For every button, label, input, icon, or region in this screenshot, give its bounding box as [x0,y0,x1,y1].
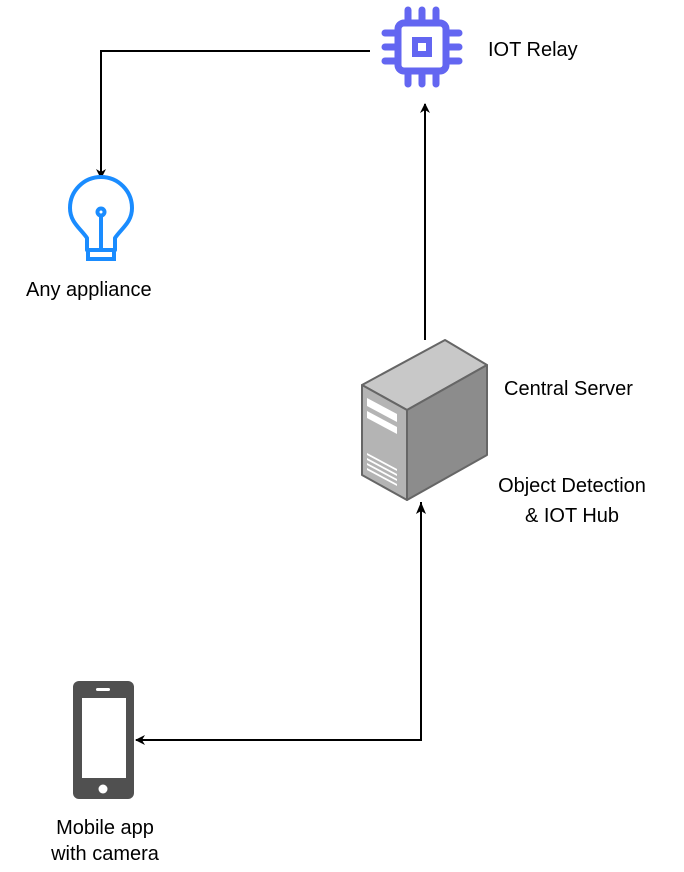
server-subtitle-line2: & IOT Hub [524,505,620,527]
lightbulb-icon[interactable] [68,175,134,261]
server-title-label: Central Server [504,378,633,400]
server-subtitle-line1: Object Detection [498,475,646,497]
chip-icon[interactable] [381,6,463,88]
server-tower-icon[interactable] [361,339,488,501]
appliance-label: Any appliance [26,279,152,301]
mobile-label-line2: with camera [51,843,159,865]
iot-relay-label: IOT Relay [488,39,578,61]
mobile-label-line1: Mobile app [56,817,154,839]
smartphone-icon[interactable] [73,681,134,799]
edge-relay-to-appliance [96,50,370,179]
arrowhead-into-server [416,502,426,514]
edge-server-to-mobile [135,502,422,745]
